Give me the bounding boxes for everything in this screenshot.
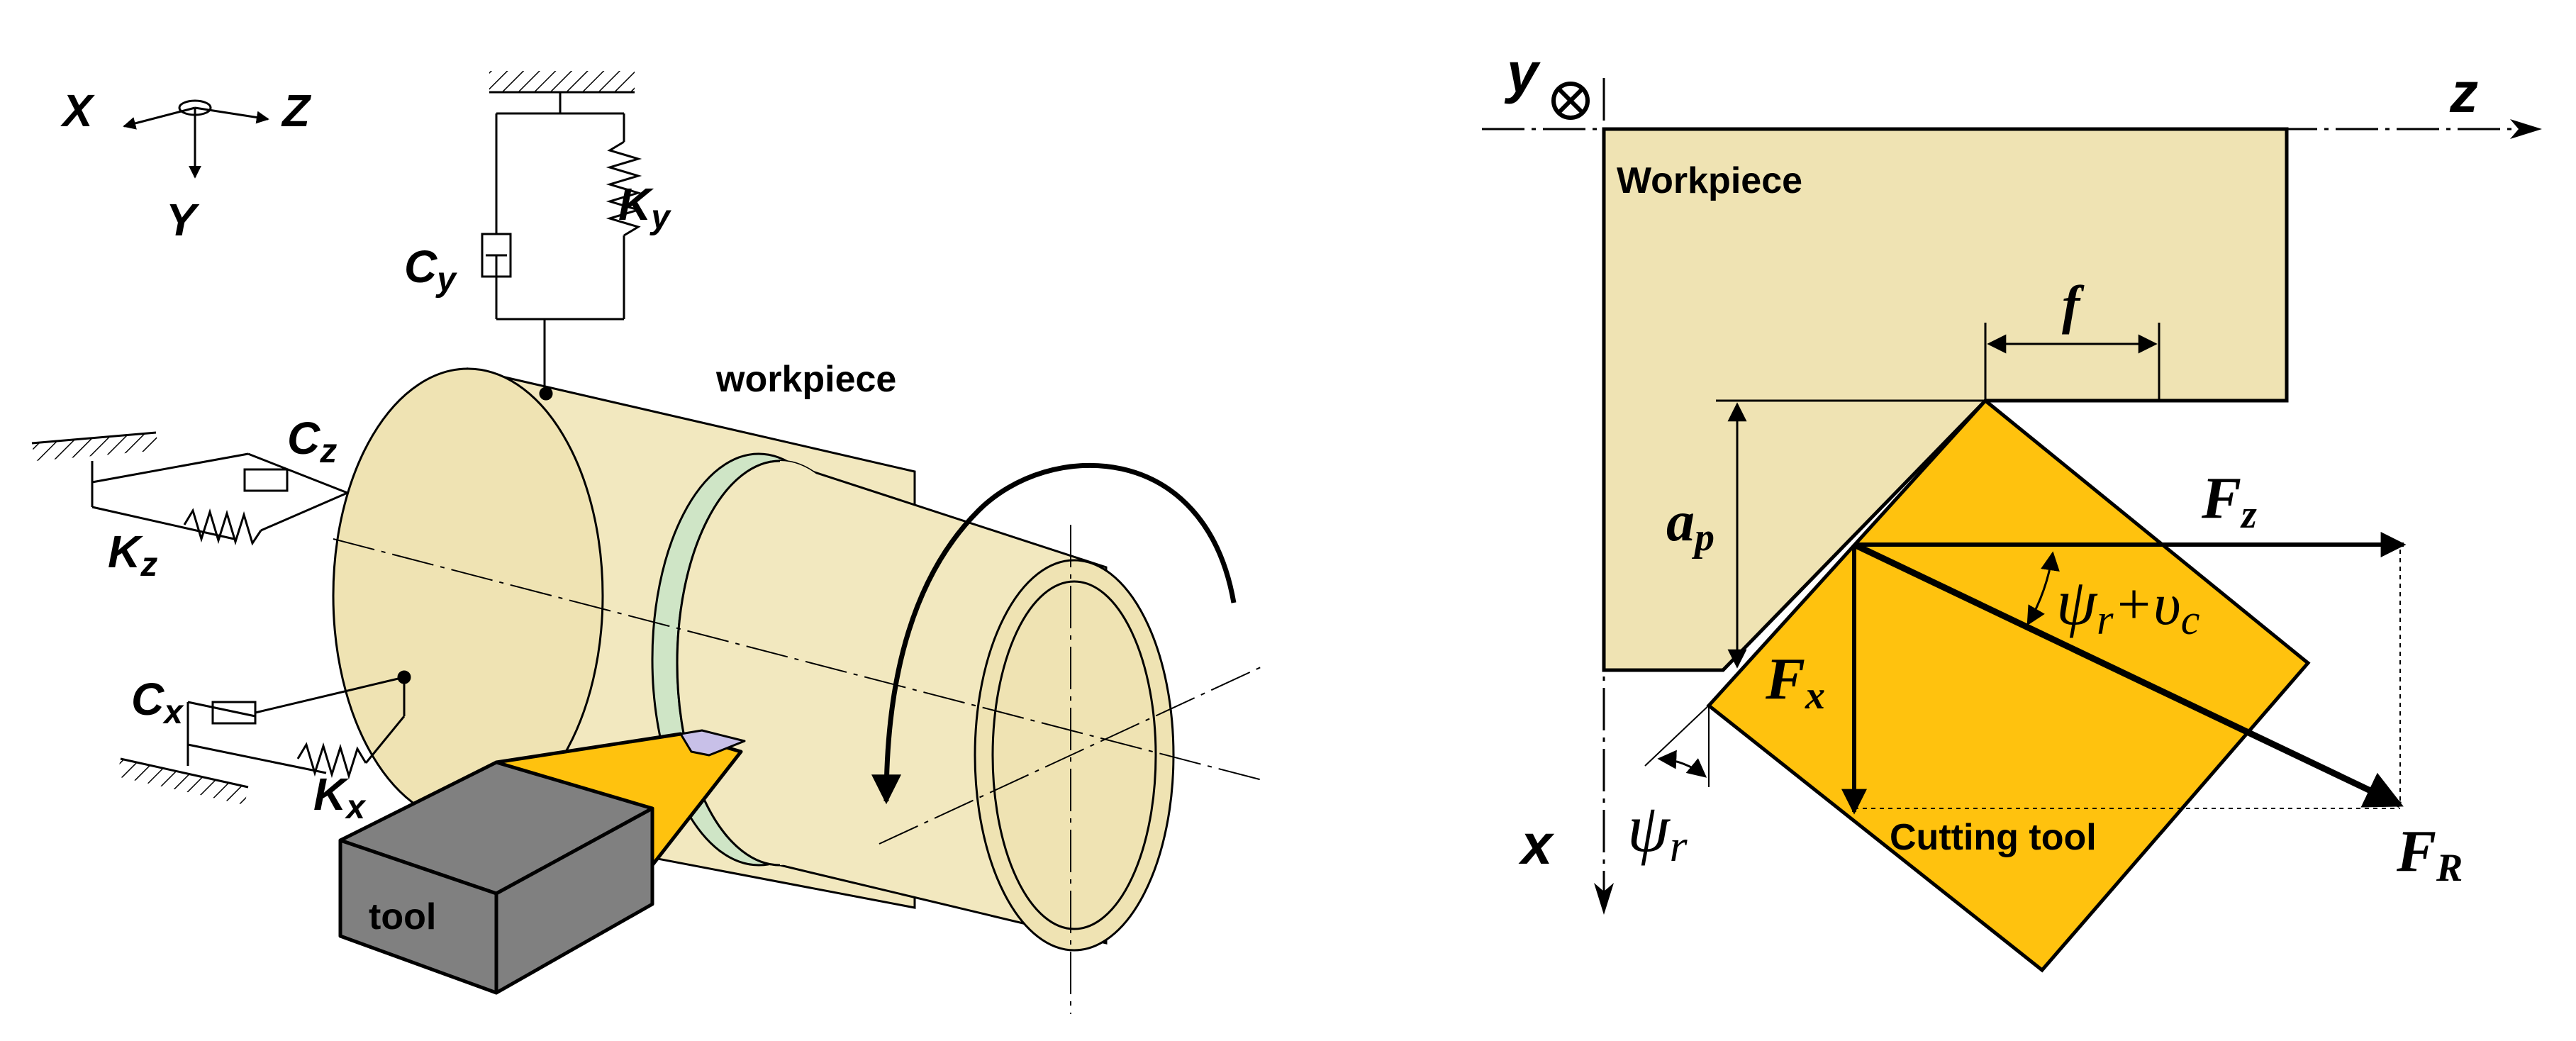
- turned-section: [676, 459, 1175, 952]
- z-axis-arrowhead: [2510, 119, 2542, 139]
- left-lathe-diagram: X Z Y Ky Cy: [31, 71, 1263, 1014]
- psi-arc: [1657, 750, 1707, 778]
- cy-label: Cy: [404, 241, 457, 299]
- cutting-tool-label: Cutting tool: [1890, 817, 2097, 858]
- ky-label: Ky: [618, 179, 671, 236]
- right-axis-y-label: y: [1504, 41, 1541, 104]
- y-axis-into-page: [1551, 82, 1590, 120]
- fr-arrow: [1853, 541, 2404, 808]
- axis-y-label: Y: [166, 194, 200, 245]
- cz-label: Cz: [287, 413, 337, 470]
- workpiece-block-label: Workpiece: [1617, 160, 1802, 201]
- spring-kx: [296, 742, 367, 780]
- tool-label: tool: [369, 896, 436, 937]
- y-support: [481, 71, 642, 394]
- fz-label: Fz: [2201, 465, 2257, 537]
- right-axes: [1482, 78, 2531, 897]
- workpiece-label: workpiece: [715, 359, 896, 400]
- tool: [338, 729, 746, 995]
- right-axis-x-label: x: [1518, 813, 1555, 876]
- depth-dimension: [1716, 399, 1985, 669]
- chip: [679, 729, 746, 757]
- depth-label: ap: [1666, 491, 1714, 560]
- right-axis-z-label: z: [2449, 61, 2478, 124]
- kx-label: Kx: [313, 769, 367, 826]
- tool-side: [494, 806, 654, 995]
- spring-ky: [606, 140, 642, 237]
- feed-dimension: [1984, 323, 2160, 401]
- right-cutting-diagram: Workpiece Cutting tool y z x f ap: [1482, 41, 2542, 973]
- spring-kz: [183, 508, 262, 546]
- forces: [1644, 532, 2407, 815]
- axis-z-label: Z: [281, 85, 312, 136]
- angle-label: ψr+υc: [2056, 566, 2199, 643]
- damper-cz: [243, 468, 289, 492]
- axes-triad: [123, 99, 269, 179]
- z-support: [31, 431, 348, 546]
- x-support: [117, 676, 406, 805]
- psi-label: ψr: [1627, 790, 1688, 871]
- kz-label: Kz: [108, 526, 157, 584]
- cx-label: Cx: [131, 674, 184, 731]
- axis-x-label: X: [60, 85, 95, 136]
- fx-label: Fx: [1765, 646, 1825, 718]
- angle-arc: [2026, 551, 2060, 626]
- x-axis-arrowhead: [1594, 883, 1614, 915]
- center-lines: [333, 525, 1263, 1014]
- fr-label: FR: [2396, 818, 2463, 890]
- rotation-arrow: [871, 462, 1237, 805]
